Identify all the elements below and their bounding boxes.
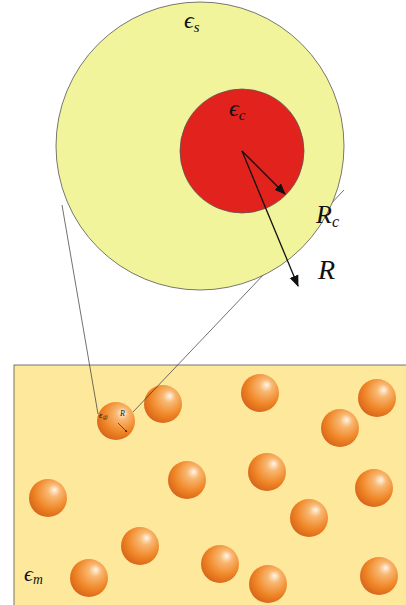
shell <box>56 2 344 290</box>
radius-arrow <box>242 151 298 286</box>
shell-permittivity: ϵs <box>184 8 199 35</box>
core-radius: Rc <box>316 202 339 230</box>
matrix-region <box>14 365 406 605</box>
particle-radius: R <box>120 410 125 418</box>
particle-permittivity: ϵ@ <box>99 411 108 421</box>
matrix-permittivity: ϵm <box>24 563 43 587</box>
radius-arrow <box>242 151 285 194</box>
core-permittivity: ϵc <box>229 96 245 123</box>
shell-radius: R <box>318 256 335 284</box>
radius-arrow <box>118 423 127 432</box>
particles <box>29 374 398 603</box>
